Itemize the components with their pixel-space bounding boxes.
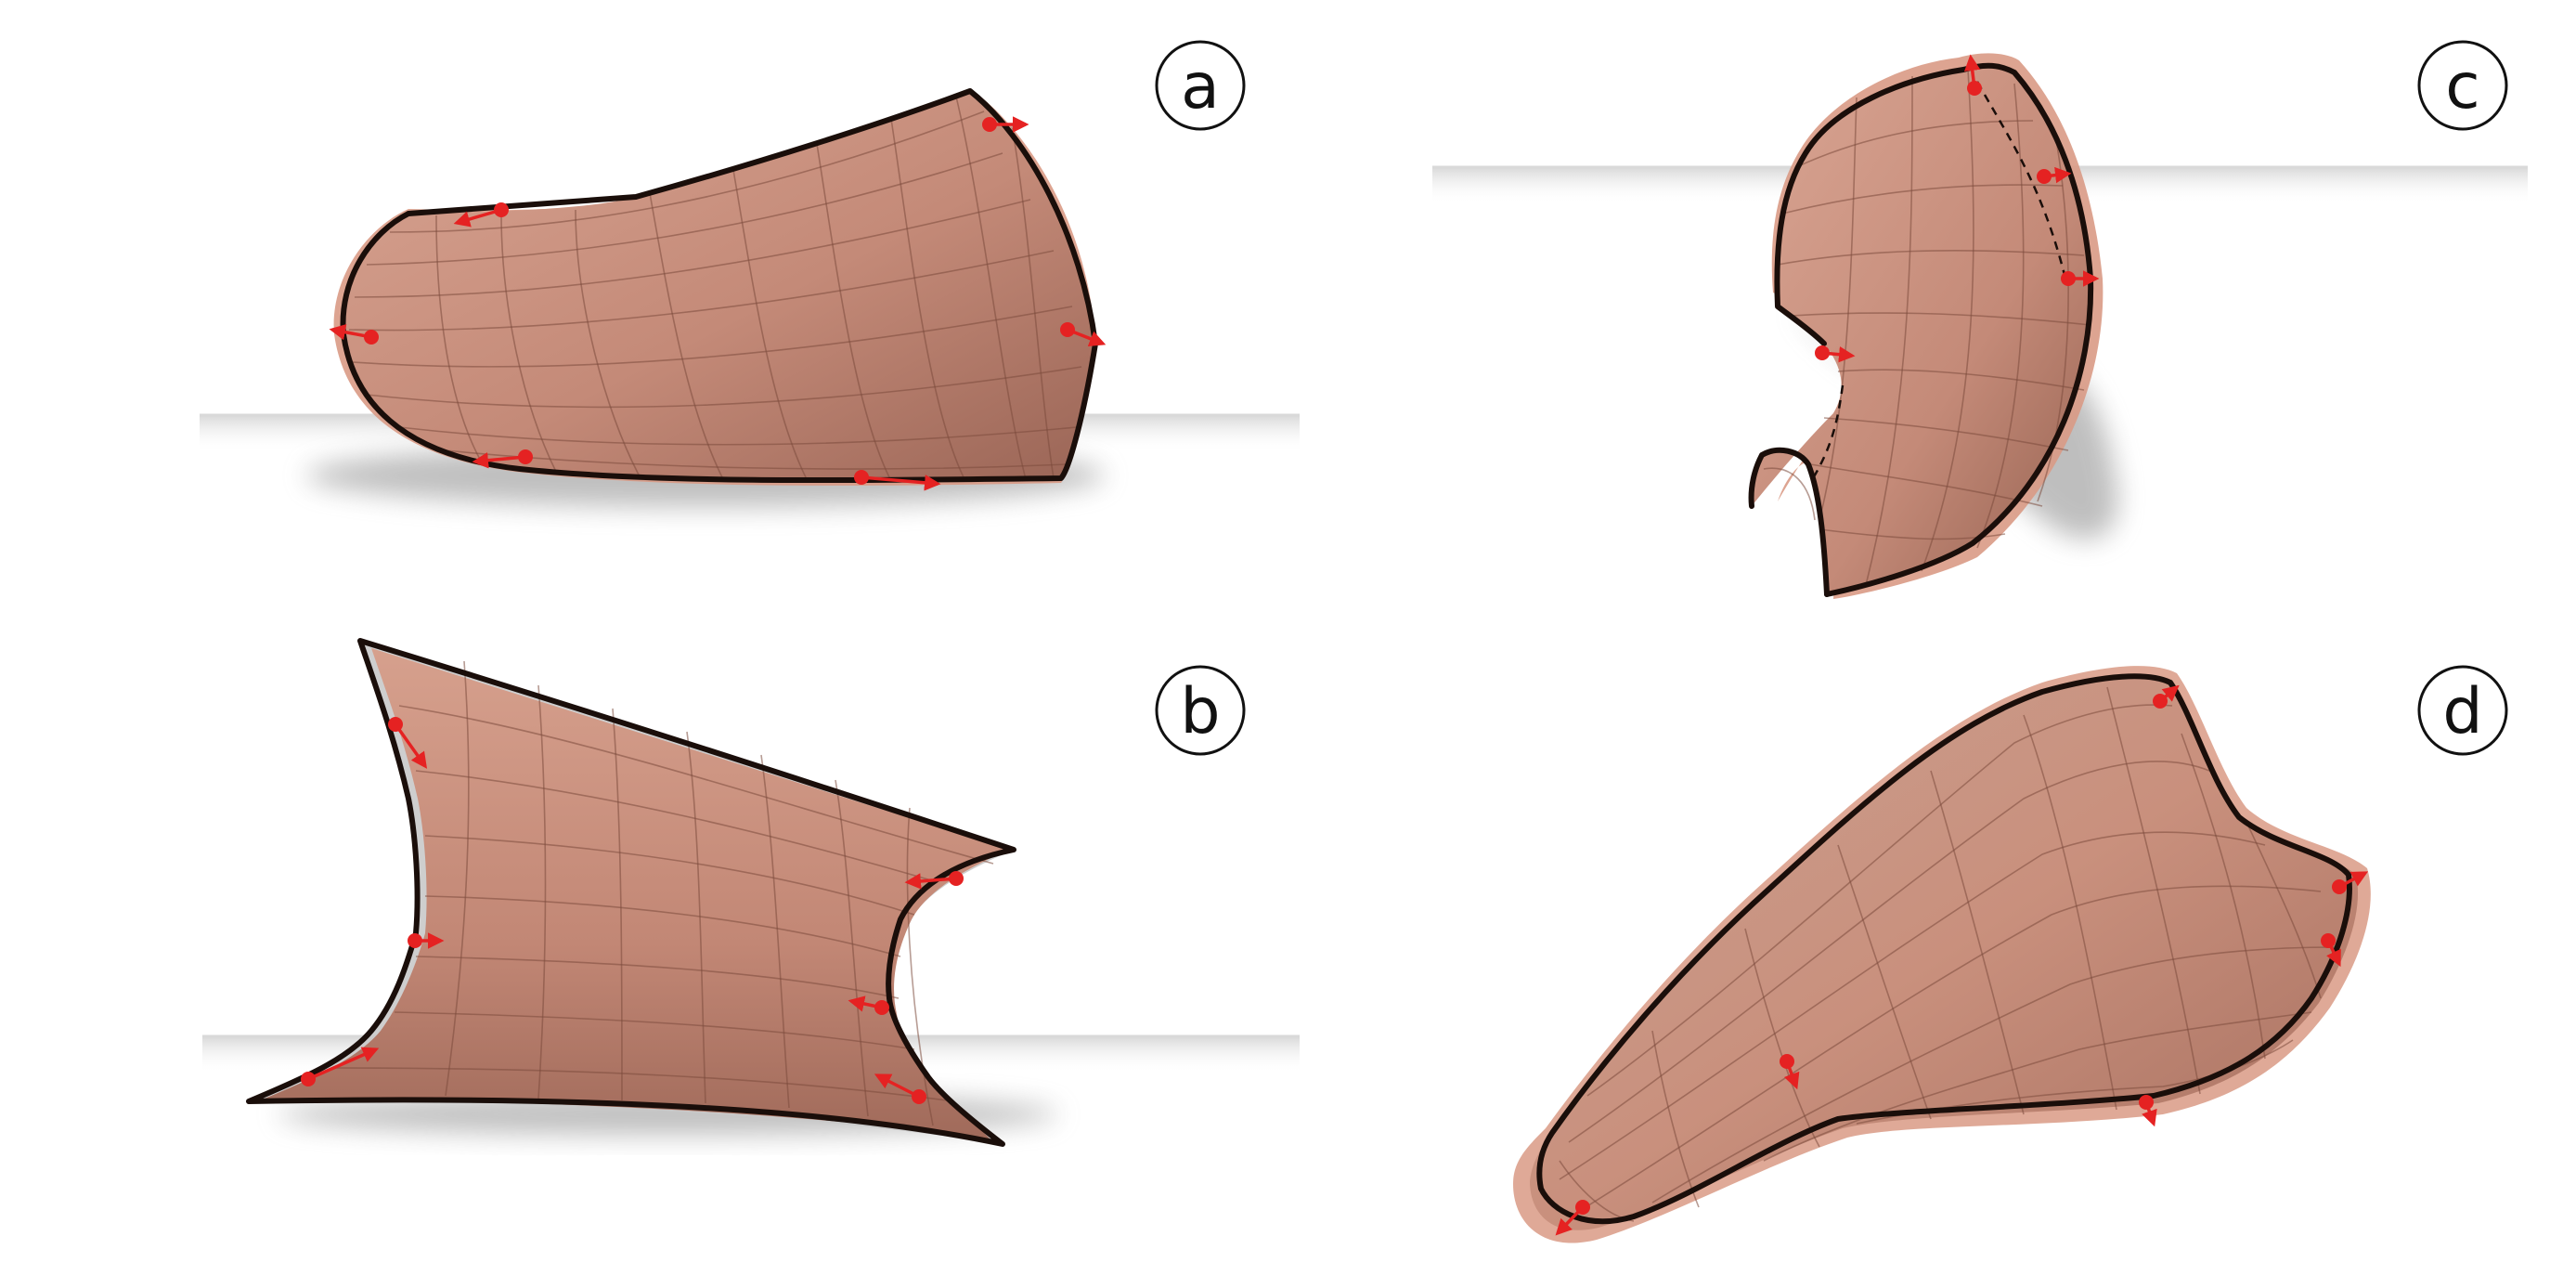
control-point: [2153, 694, 2168, 709]
panel-label-a-text: a: [1181, 50, 1220, 124]
control-points-d: [1555, 684, 2369, 1236]
control-point: [949, 871, 964, 886]
panel-label-b: b: [1155, 665, 1246, 756]
control-point: [854, 470, 869, 485]
panel-label-d-text: d: [2442, 675, 2482, 748]
surface-c: [1751, 65, 2091, 594]
control-point: [301, 1072, 316, 1086]
surface-d: [1530, 676, 2359, 1230]
control-point: [364, 330, 379, 345]
mesh-c: [1763, 69, 2091, 586]
panel-label-d: d: [2417, 665, 2508, 756]
panel-c: c: [1432, 40, 2528, 599]
control-point: [982, 117, 997, 132]
control-point: [408, 933, 422, 948]
panel-a: a: [200, 40, 1300, 507]
boundary-curve-a: [340, 88, 1098, 484]
control-point: [1780, 1054, 1794, 1069]
control-point: [2061, 271, 2076, 286]
panel-d: d: [1513, 665, 2508, 1243]
control-point: [1060, 322, 1075, 337]
panel-label-c-text: c: [2445, 50, 2479, 124]
boundary-curve-c-left: [1748, 447, 1830, 597]
control-point: [2037, 169, 2052, 184]
boundary-curve-c: [1774, 62, 2094, 597]
control-point: [912, 1089, 926, 1104]
surface-b: [265, 648, 1010, 1140]
control-points-b: [301, 717, 964, 1104]
control-point: [1815, 345, 1830, 360]
control-point: [2321, 933, 2336, 948]
control-point: [518, 449, 533, 464]
dashed-guide-c: [1808, 81, 2067, 484]
control-point: [1967, 81, 1982, 96]
panel-label-a: a: [1155, 40, 1246, 131]
panel-b: b: [202, 638, 1300, 1147]
control-points-a: [329, 116, 1107, 491]
control-point: [874, 1000, 889, 1015]
mesh-a: [348, 96, 1082, 482]
panel-label-b-text: b: [1180, 675, 1220, 748]
control-point: [494, 202, 509, 217]
panel-label-c: c: [2417, 40, 2508, 131]
control-points-c: [1815, 54, 2100, 363]
boundary-curve-b: [246, 638, 1016, 1147]
control-point: [1575, 1200, 1590, 1215]
boundary-curve-d: [1536, 673, 2352, 1225]
control-point: [388, 717, 403, 732]
control-point: [2332, 879, 2347, 894]
surface-a: [343, 91, 1095, 481]
control-point: [2139, 1095, 2154, 1110]
